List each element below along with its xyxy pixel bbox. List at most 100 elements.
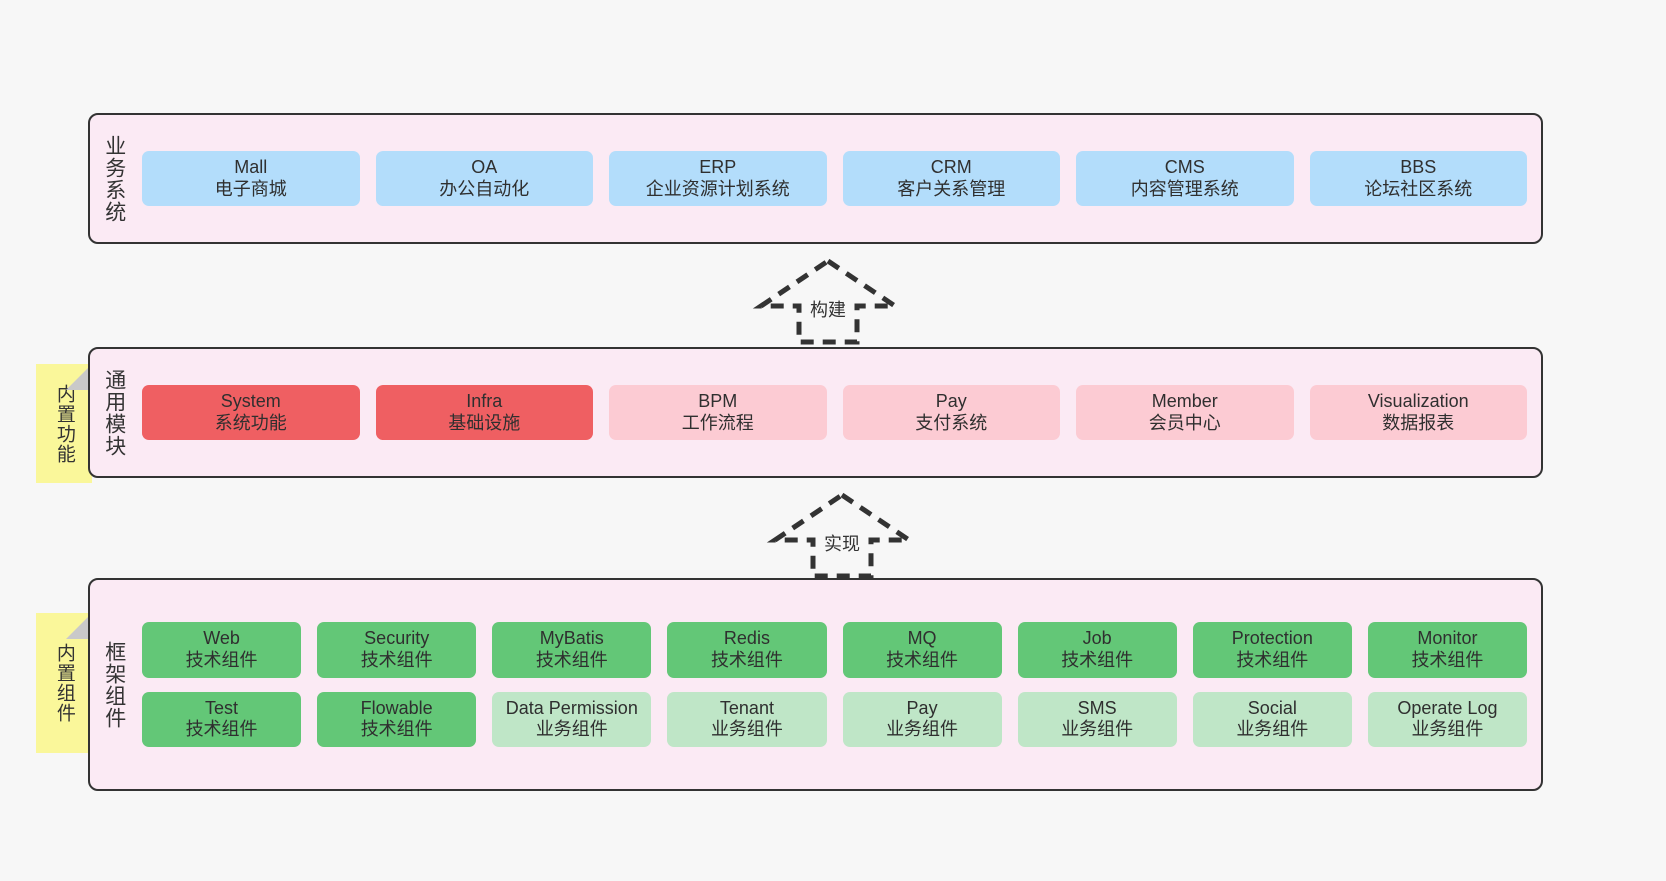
- module-card-pay[interactable]: Pay 支付系统: [842, 384, 1060, 441]
- card-subtitle: 业务组件: [1236, 719, 1309, 740]
- layer-framework-components-label: 框架组件: [102, 640, 126, 729]
- arrow-build-shape: [752, 257, 904, 345]
- component-card-test[interactable]: Test 技术组件: [142, 691, 302, 748]
- component-card-pay[interactable]: Pay 业务组件: [842, 691, 1002, 748]
- card-subtitle: 业务组件: [886, 719, 959, 740]
- component-card-social[interactable]: Social 业务组件: [1192, 691, 1352, 748]
- card-subtitle: 客户关系管理: [897, 178, 1006, 199]
- card-title: Data Permission: [505, 697, 638, 718]
- business-card-oa[interactable]: OA 办公自动化: [375, 150, 593, 207]
- business-card-erp[interactable]: ERP 企业资源计划系统: [609, 150, 827, 207]
- layer-framework-components-body: Web 技术组件 Security 技术组件 MyBatis 技术组件 Redi…: [138, 580, 1541, 789]
- card-title: Tenant: [719, 697, 774, 718]
- card-subtitle: 支付系统: [915, 412, 988, 433]
- sticky-note-label: 内置功能: [53, 383, 75, 464]
- card-title: Test: [205, 697, 239, 718]
- card-subtitle: 会员中心: [1148, 412, 1221, 433]
- layer-business-systems-body: Mall 电子商城 OA 办公自动化 ERP 企业资源计划系统 CRM 客户关系…: [138, 115, 1541, 242]
- component-card-sms[interactable]: SMS 业务组件: [1017, 691, 1177, 748]
- module-card-row: System 系统功能 Infra 基础设施 BPM 工作流程 Pay 支付系统…: [142, 384, 1527, 441]
- component-card-operate-log[interactable]: Operate Log 业务组件: [1367, 691, 1527, 748]
- card-subtitle: 技术组件: [710, 649, 783, 670]
- card-title: Monitor: [1417, 627, 1478, 648]
- component-card-redis[interactable]: Redis 技术组件: [667, 621, 827, 678]
- component-card-web[interactable]: Web 技术组件: [142, 621, 302, 678]
- card-title: CRM: [930, 156, 972, 177]
- card-title: Web: [203, 627, 240, 648]
- card-subtitle: 技术组件: [185, 719, 258, 740]
- card-subtitle: 技术组件: [1061, 649, 1134, 670]
- component-card-data-permission[interactable]: Data Permission 业务组件: [492, 691, 652, 748]
- component-card-mq[interactable]: MQ 技术组件: [842, 621, 1002, 678]
- card-subtitle: 技术组件: [185, 649, 258, 670]
- component-card-protection[interactable]: Protection 技术组件: [1192, 621, 1352, 678]
- card-title: Pay: [935, 390, 967, 411]
- card-title: Member: [1151, 390, 1218, 411]
- module-card-member[interactable]: Member 会员中心: [1076, 384, 1294, 441]
- card-title: Redis: [723, 627, 770, 648]
- card-title: MQ: [907, 627, 937, 648]
- layer-common-modules: 通用模块 System 系统功能 Infra 基础设施 BPM 工作流程 Pay…: [88, 347, 1543, 478]
- card-subtitle: 论坛社区系统: [1364, 178, 1473, 199]
- arrow-build: 构建: [752, 257, 904, 345]
- business-card-bbs[interactable]: BBS 论坛社区系统: [1309, 150, 1527, 207]
- card-title: Job: [1082, 627, 1112, 648]
- card-title: Social: [1247, 697, 1297, 718]
- layer-common-modules-body: System 系统功能 Infra 基础设施 BPM 工作流程 Pay 支付系统…: [138, 349, 1541, 476]
- business-card-cms[interactable]: CMS 内容管理系统: [1076, 150, 1294, 207]
- card-title: MyBatis: [539, 627, 604, 648]
- card-subtitle: 技术组件: [1236, 649, 1309, 670]
- card-subtitle: 业务组件: [710, 719, 783, 740]
- card-title: OA: [471, 156, 498, 177]
- card-title: BPM: [698, 390, 738, 411]
- card-subtitle: 业务组件: [535, 719, 608, 740]
- card-subtitle: 基础设施: [448, 412, 521, 433]
- card-subtitle: 内容管理系统: [1130, 178, 1239, 199]
- card-subtitle: 电子商城: [214, 178, 287, 199]
- layer-business-systems: 业务系统 Mall 电子商城 OA 办公自动化 ERP 企业资源计划系统 CRM…: [88, 113, 1543, 244]
- card-subtitle: 技术组件: [360, 719, 433, 740]
- card-title: Protection: [1231, 627, 1313, 648]
- card-subtitle: 技术组件: [1411, 649, 1484, 670]
- card-title: Flowable: [360, 697, 433, 718]
- card-title: Pay: [906, 697, 938, 718]
- layer-common-modules-label: 通用模块: [102, 368, 126, 457]
- card-subtitle: 工作流程: [681, 412, 754, 433]
- card-title: ERP: [699, 156, 737, 177]
- card-title: Mall: [234, 156, 268, 177]
- card-subtitle: 技术组件: [886, 649, 959, 670]
- component-card-monitor[interactable]: Monitor 技术组件: [1367, 621, 1527, 678]
- arrow-implement-label: 实现: [824, 534, 860, 554]
- card-subtitle: 业务组件: [1061, 719, 1134, 740]
- card-title: Visualization: [1367, 390, 1469, 411]
- card-title: Infra: [466, 390, 503, 411]
- arrow-build-label: 构建: [810, 300, 846, 320]
- sticky-note-label: 内置组件: [53, 643, 75, 723]
- component-card-security[interactable]: Security 技术组件: [317, 621, 477, 678]
- business-card-crm[interactable]: CRM 客户关系管理: [842, 150, 1060, 207]
- arrow-implement-shape: [766, 491, 918, 579]
- component-card-mybatis[interactable]: MyBatis 技术组件: [492, 621, 652, 678]
- business-card-mall[interactable]: Mall 电子商城: [142, 150, 360, 207]
- card-subtitle: 技术组件: [360, 649, 433, 670]
- sticky-note-builtin-features: 内置功能: [36, 364, 92, 483]
- card-subtitle: 企业资源计划系统: [645, 178, 790, 199]
- module-card-bpm[interactable]: BPM 工作流程: [609, 384, 827, 441]
- arrow-implement: 实现: [766, 491, 918, 579]
- card-title: Operate Log: [1397, 697, 1498, 718]
- card-subtitle: 数据报表: [1382, 412, 1455, 433]
- layer-business-systems-label: 业务系统: [102, 134, 126, 223]
- card-subtitle: 办公自动化: [439, 178, 530, 199]
- card-title: BBS: [1400, 156, 1437, 177]
- card-title: SMS: [1077, 697, 1117, 718]
- layer-framework-components: 框架组件 Web 技术组件 Security 技术组件 MyBatis 技术组件…: [88, 578, 1543, 791]
- component-card-tenant[interactable]: Tenant 业务组件: [667, 691, 827, 748]
- component-card-job[interactable]: Job 技术组件: [1017, 621, 1177, 678]
- module-card-infra[interactable]: Infra 基础设施: [375, 384, 593, 441]
- framework-business-row: Test 技术组件 Flowable 技术组件 Data Permission …: [142, 691, 1527, 748]
- module-card-system[interactable]: System 系统功能: [142, 384, 360, 441]
- component-card-flowable[interactable]: Flowable 技术组件: [317, 691, 477, 748]
- card-title: CMS: [1164, 156, 1205, 177]
- module-card-visualization[interactable]: Visualization 数据报表: [1309, 384, 1527, 441]
